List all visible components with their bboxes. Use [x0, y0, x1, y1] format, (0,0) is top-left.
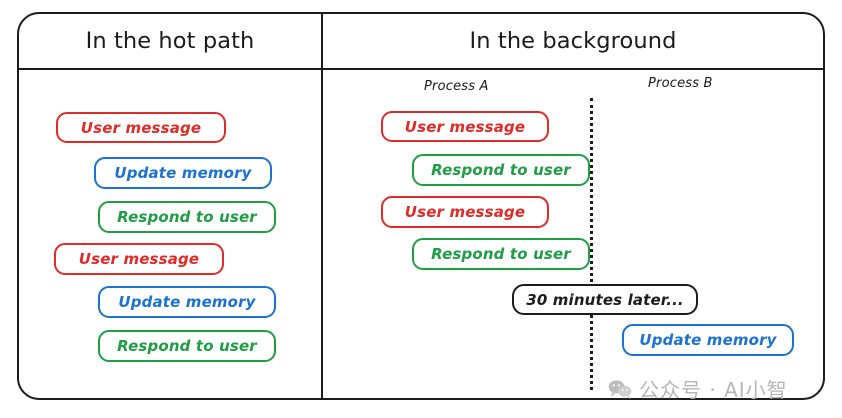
process-a-step-user-message-2[interactable]: User message — [381, 196, 549, 228]
page-title-hot-path: In the hot path — [85, 28, 255, 54]
process-a-step-respond-to-user-2[interactable]: Respond to user — [412, 238, 590, 270]
process-b-label: Process B — [648, 76, 713, 91]
process-a-label: Process A — [424, 79, 489, 94]
timer-note-box[interactable]: 30 minutes later... — [512, 284, 698, 315]
step-box-user-message-1[interactable]: User message — [56, 112, 226, 143]
process-separator-dotted-line — [590, 98, 593, 390]
column-divider-line — [321, 14, 323, 400]
process-a-step-respond-to-user-1[interactable]: Respond to user — [412, 154, 590, 186]
process-b-step-update-memory[interactable]: Update memory — [622, 324, 794, 356]
step-box-respond-to-user-1[interactable]: Respond to user — [98, 201, 276, 233]
header-divider-line — [17, 68, 825, 70]
step-box-update-memory-1[interactable]: Update memory — [94, 157, 272, 189]
step-box-update-memory-2[interactable]: Update memory — [98, 286, 276, 318]
step-box-user-message-2[interactable]: User message — [54, 243, 224, 275]
process-a-step-user-message-1[interactable]: User message — [381, 111, 549, 142]
step-box-respond-to-user-2[interactable]: Respond to user — [98, 330, 276, 362]
page-title-background: In the background — [469, 28, 677, 54]
